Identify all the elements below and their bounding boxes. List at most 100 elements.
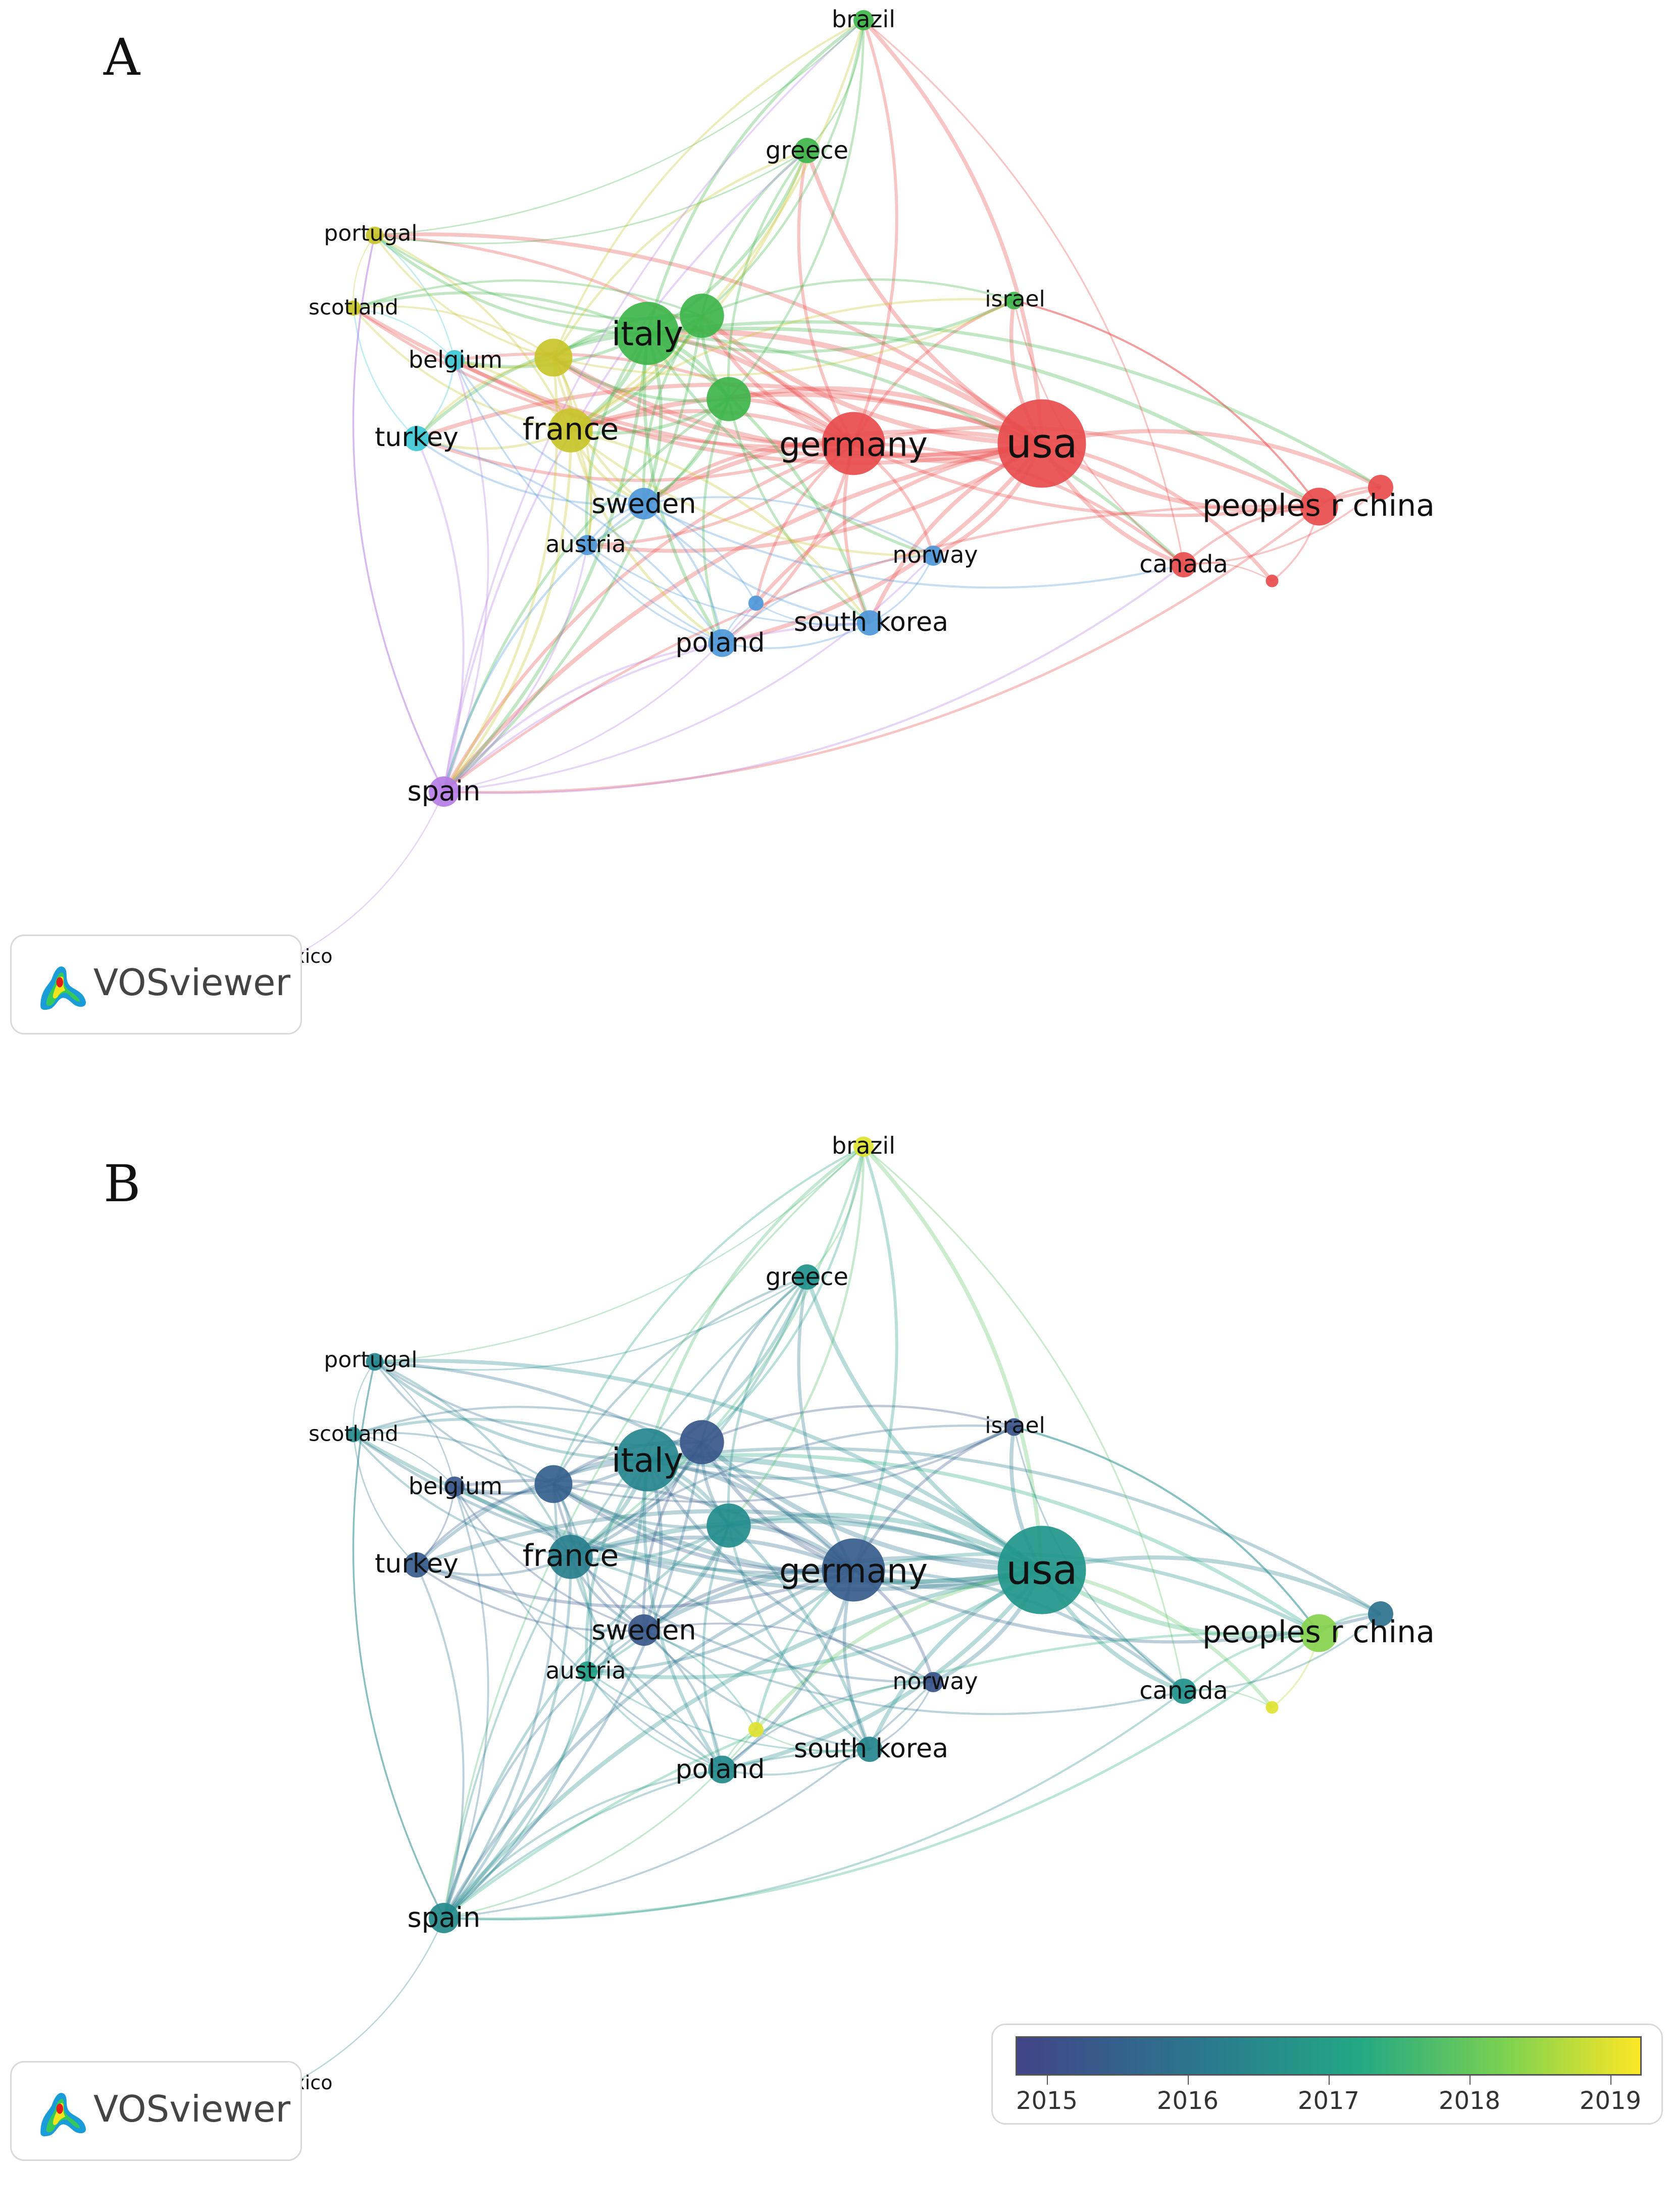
node-turkey[interactable] bbox=[404, 1552, 429, 1578]
node-label-china: peoples r china bbox=[1202, 488, 1435, 523]
node-canada[interactable] bbox=[1171, 1679, 1196, 1704]
link bbox=[352, 235, 445, 792]
link bbox=[701, 1146, 865, 1443]
node-poland[interactable] bbox=[708, 629, 736, 657]
node-label-turkey: turkey bbox=[375, 422, 459, 453]
node-sweden[interactable] bbox=[628, 1614, 660, 1646]
node-belgium[interactable] bbox=[444, 1477, 465, 1497]
node-usa[interactable] bbox=[997, 399, 1086, 488]
node-southkorea[interactable] bbox=[857, 610, 882, 635]
node-label-france: france bbox=[523, 1538, 619, 1574]
node-italy[interactable] bbox=[616, 1428, 679, 1492]
node-italy[interactable] bbox=[616, 302, 679, 365]
node-portugal[interactable] bbox=[366, 1353, 384, 1371]
node-brazil[interactable] bbox=[853, 1137, 874, 1157]
link bbox=[587, 1568, 1043, 1680]
legend-tick bbox=[1470, 2076, 1471, 2085]
node-poland[interactable] bbox=[708, 1755, 736, 1784]
node-germany[interactable] bbox=[822, 1538, 885, 1602]
node-bluesmall[interactable] bbox=[748, 596, 764, 611]
node-label-israel: israel bbox=[985, 286, 1045, 312]
link bbox=[570, 391, 1043, 446]
link bbox=[570, 398, 730, 435]
node-sweden[interactable] bbox=[628, 487, 660, 520]
link bbox=[647, 1425, 1015, 1480]
link bbox=[805, 1276, 1043, 1572]
link bbox=[552, 1483, 729, 1529]
vosviewer-logo-text: VOSviewer bbox=[93, 961, 291, 1004]
link bbox=[853, 1552, 1320, 1635]
node-greenB[interactable] bbox=[706, 1503, 751, 1548]
node-china[interactable] bbox=[1300, 1614, 1338, 1652]
node-belgium[interactable] bbox=[444, 350, 465, 370]
node-label-brazil: brazil bbox=[832, 6, 895, 33]
link bbox=[352, 1361, 445, 1919]
link bbox=[416, 438, 465, 792]
link bbox=[647, 1453, 1321, 1635]
node-scotland[interactable] bbox=[346, 1427, 361, 1442]
link bbox=[570, 429, 934, 557]
node-greenB[interactable] bbox=[706, 377, 751, 421]
link bbox=[722, 442, 1044, 646]
link bbox=[700, 1276, 808, 1443]
nodes bbox=[346, 1137, 1393, 1933]
node-portugal[interactable] bbox=[366, 226, 384, 244]
node-china[interactable] bbox=[1300, 487, 1338, 526]
link bbox=[570, 1441, 703, 1558]
node-israel[interactable] bbox=[1005, 291, 1023, 310]
node-spain[interactable] bbox=[429, 776, 459, 807]
link bbox=[443, 1146, 865, 1919]
node-southkorea[interactable] bbox=[857, 1737, 882, 1762]
node-greece[interactable] bbox=[794, 138, 820, 163]
link bbox=[552, 357, 593, 546]
node-yellowA[interactable] bbox=[534, 1465, 573, 1503]
node-greece[interactable] bbox=[794, 1264, 820, 1290]
links bbox=[282, 1145, 1382, 2090]
node-label-usa: usa bbox=[1006, 1547, 1077, 1594]
link bbox=[570, 1555, 871, 1750]
link bbox=[352, 1434, 418, 1566]
node-turkey[interactable] bbox=[404, 426, 429, 451]
node-redsmall[interactable] bbox=[1266, 574, 1279, 587]
node-israel[interactable] bbox=[1005, 1418, 1023, 1436]
node-greenA[interactable] bbox=[680, 293, 724, 338]
node-brazil[interactable] bbox=[853, 10, 874, 30]
node-spain[interactable] bbox=[429, 1903, 459, 1933]
node-label-usa: usa bbox=[1006, 420, 1077, 467]
node-scotland[interactable] bbox=[346, 301, 361, 316]
link bbox=[443, 360, 489, 792]
node-china2[interactable] bbox=[1368, 1601, 1393, 1627]
link bbox=[416, 1483, 554, 1566]
vosviewer-logo-text: VOSviewer bbox=[93, 2088, 291, 2130]
link bbox=[646, 19, 865, 334]
node-france[interactable] bbox=[548, 1535, 593, 1579]
link bbox=[552, 1483, 593, 1672]
node-yellowA[interactable] bbox=[534, 338, 573, 377]
link bbox=[755, 1729, 870, 1753]
node-bluesmall[interactable] bbox=[748, 1722, 764, 1737]
vosviewer-logo-icon bbox=[40, 966, 86, 1010]
node-greenA[interactable] bbox=[680, 1420, 724, 1464]
link bbox=[587, 1670, 870, 1752]
node-label-greece: greece bbox=[766, 1263, 848, 1291]
node-canada[interactable] bbox=[1171, 552, 1196, 577]
node-redsmall[interactable] bbox=[1266, 1701, 1279, 1714]
node-china2[interactable] bbox=[1368, 475, 1393, 500]
node-germany[interactable] bbox=[822, 412, 885, 475]
link bbox=[416, 1564, 644, 1632]
node-france[interactable] bbox=[548, 408, 593, 453]
link bbox=[443, 642, 723, 793]
link bbox=[453, 358, 1042, 465]
node-austria[interactable] bbox=[577, 535, 597, 555]
link bbox=[1041, 429, 1382, 489]
node-norway[interactable] bbox=[923, 1672, 943, 1692]
link bbox=[755, 602, 870, 626]
node-austria[interactable] bbox=[577, 1661, 597, 1682]
node-label-belgium: belgium bbox=[409, 346, 502, 373]
link bbox=[646, 1459, 934, 1684]
node-norway[interactable] bbox=[923, 546, 943, 566]
link bbox=[552, 356, 854, 447]
link bbox=[1014, 300, 1320, 508]
node-usa[interactable] bbox=[997, 1526, 1086, 1614]
link bbox=[587, 441, 1043, 553]
